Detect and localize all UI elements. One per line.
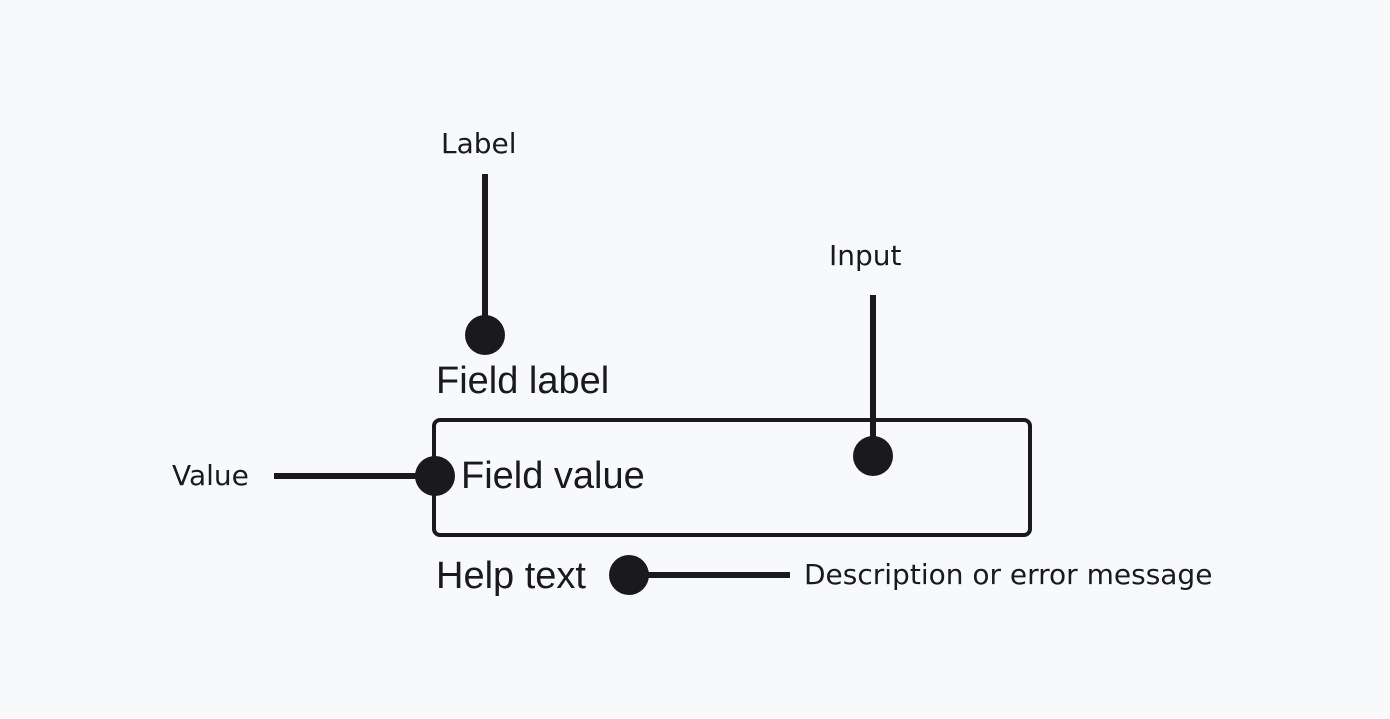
value-marker-dot — [415, 456, 455, 496]
label-leader-line — [482, 174, 488, 324]
annotation-input: Input — [829, 239, 902, 272]
field-label: Field label — [436, 360, 610, 402]
help-leader-line — [640, 572, 790, 578]
label-marker-dot — [465, 315, 505, 355]
value-leader-line — [274, 473, 424, 479]
annotation-label: Label — [441, 127, 517, 160]
input-leader-line — [870, 295, 876, 445]
field-value: Field value — [461, 455, 645, 497]
annotation-value: Value — [172, 459, 249, 492]
input-marker-dot — [853, 436, 893, 476]
annotation-help: Description or error message — [804, 558, 1213, 591]
field-help-text: Help text — [436, 555, 586, 597]
field-input-box[interactable] — [432, 418, 1032, 537]
